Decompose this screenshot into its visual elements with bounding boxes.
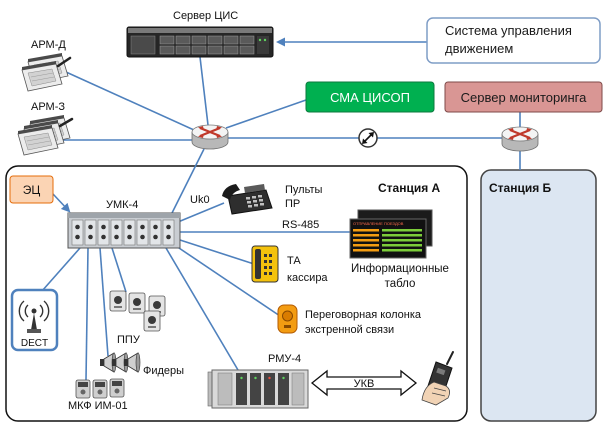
link-umk4-cashier-phone [179, 239, 255, 265]
uk0-label: Uk0 [190, 194, 210, 206]
server-icon [126, 26, 274, 58]
desk-phone-icon [222, 184, 273, 215]
dect-base-station: DECT [10, 288, 59, 352]
sma-cisop-label: СМА ЦИСОП [330, 90, 410, 105]
consoles-label-line2: ПР [285, 198, 300, 210]
telephone-icon [251, 245, 279, 283]
link-umk4-consoles [177, 202, 225, 223]
monitoring-server-label: Сервер мониторинга [461, 90, 587, 105]
rmu4-label: РМУ-4 [268, 353, 301, 365]
display-board-icon: ОТПРАВЛЕНИЕ ПОЕЗДОВ [349, 209, 433, 259]
link-ec-umk4 [52, 193, 71, 213]
connection-lines [41, 37, 521, 381]
intercom-icon [277, 304, 298, 334]
station-b-area [480, 169, 597, 422]
cashier-phone-label-line2: кассира [287, 272, 328, 284]
workstation-icon [17, 114, 74, 156]
link-arrows-icon [358, 128, 378, 148]
traffic-control-system-box: Система управления движением [426, 17, 601, 64]
ukv-label: УКВ [354, 378, 375, 390]
ec-label: ЭЦ [23, 183, 41, 197]
cashier-phone-label-line1: ТА [287, 255, 301, 267]
link-router-sma [225, 99, 307, 129]
monitoring-server-box: Сервер мониторинга [444, 81, 603, 113]
umk4-label: УМК-4 [106, 199, 138, 211]
link-umk4-ppu [111, 247, 127, 293]
traffic-control-label-line2: движением [445, 41, 513, 56]
consoles-label-line1: Пульты [285, 184, 322, 196]
link-umk4-dect [41, 247, 81, 292]
info-board-header: ОТПРАВЛЕНИЕ ПОЕЗДОВ [353, 221, 404, 226]
info-boards-label-line2: табло [385, 278, 416, 290]
intercom-label-line2: экстренной связи [305, 324, 394, 336]
link-umk4-feeders [99, 247, 109, 357]
link-server-router [199, 56, 209, 126]
feeders-label: Фидеры [143, 365, 184, 377]
info-boards-label-line1: Информационные [351, 263, 449, 275]
station-b-title: Станция Б [489, 181, 552, 195]
arm-z-label: АРМ-З [31, 101, 65, 113]
link-umk4-mkf [85, 247, 89, 381]
microphone-device-icon [75, 378, 125, 399]
ppu-label: ППУ [117, 334, 141, 346]
mkf-label: МКФ ИМ-01 [68, 400, 128, 412]
link-umk4-rmu4 [165, 247, 239, 371]
router-icon [190, 123, 230, 151]
link-router-umk4 [171, 148, 205, 214]
rack-device-icon [207, 369, 309, 409]
ec-box: ЭЦ [9, 175, 54, 204]
server-cis-label: Сервер ЦИС [173, 10, 238, 22]
workstation-icon [21, 52, 72, 92]
sma-cisop-box: СМА ЦИСОП [305, 81, 435, 113]
traffic-control-label-line1: Система управления [445, 23, 572, 38]
dect-label: DECT [21, 338, 48, 349]
link-arm-d-router [65, 71, 195, 131]
handheld-radio-icon [421, 351, 454, 406]
ukv-link-arrow: УКВ [310, 369, 418, 397]
rs485-label: RS-485 [282, 219, 319, 231]
arm-d-label: АРМ-Д [31, 39, 66, 51]
antenna-icon [18, 300, 50, 333]
intercom-label-line1: Переговорная колонка [305, 309, 422, 321]
station-a-title: Станция А [378, 181, 441, 195]
rack-device-icon [67, 212, 181, 249]
router-icon [500, 125, 540, 153]
link-umk4-intercom [175, 245, 281, 317]
